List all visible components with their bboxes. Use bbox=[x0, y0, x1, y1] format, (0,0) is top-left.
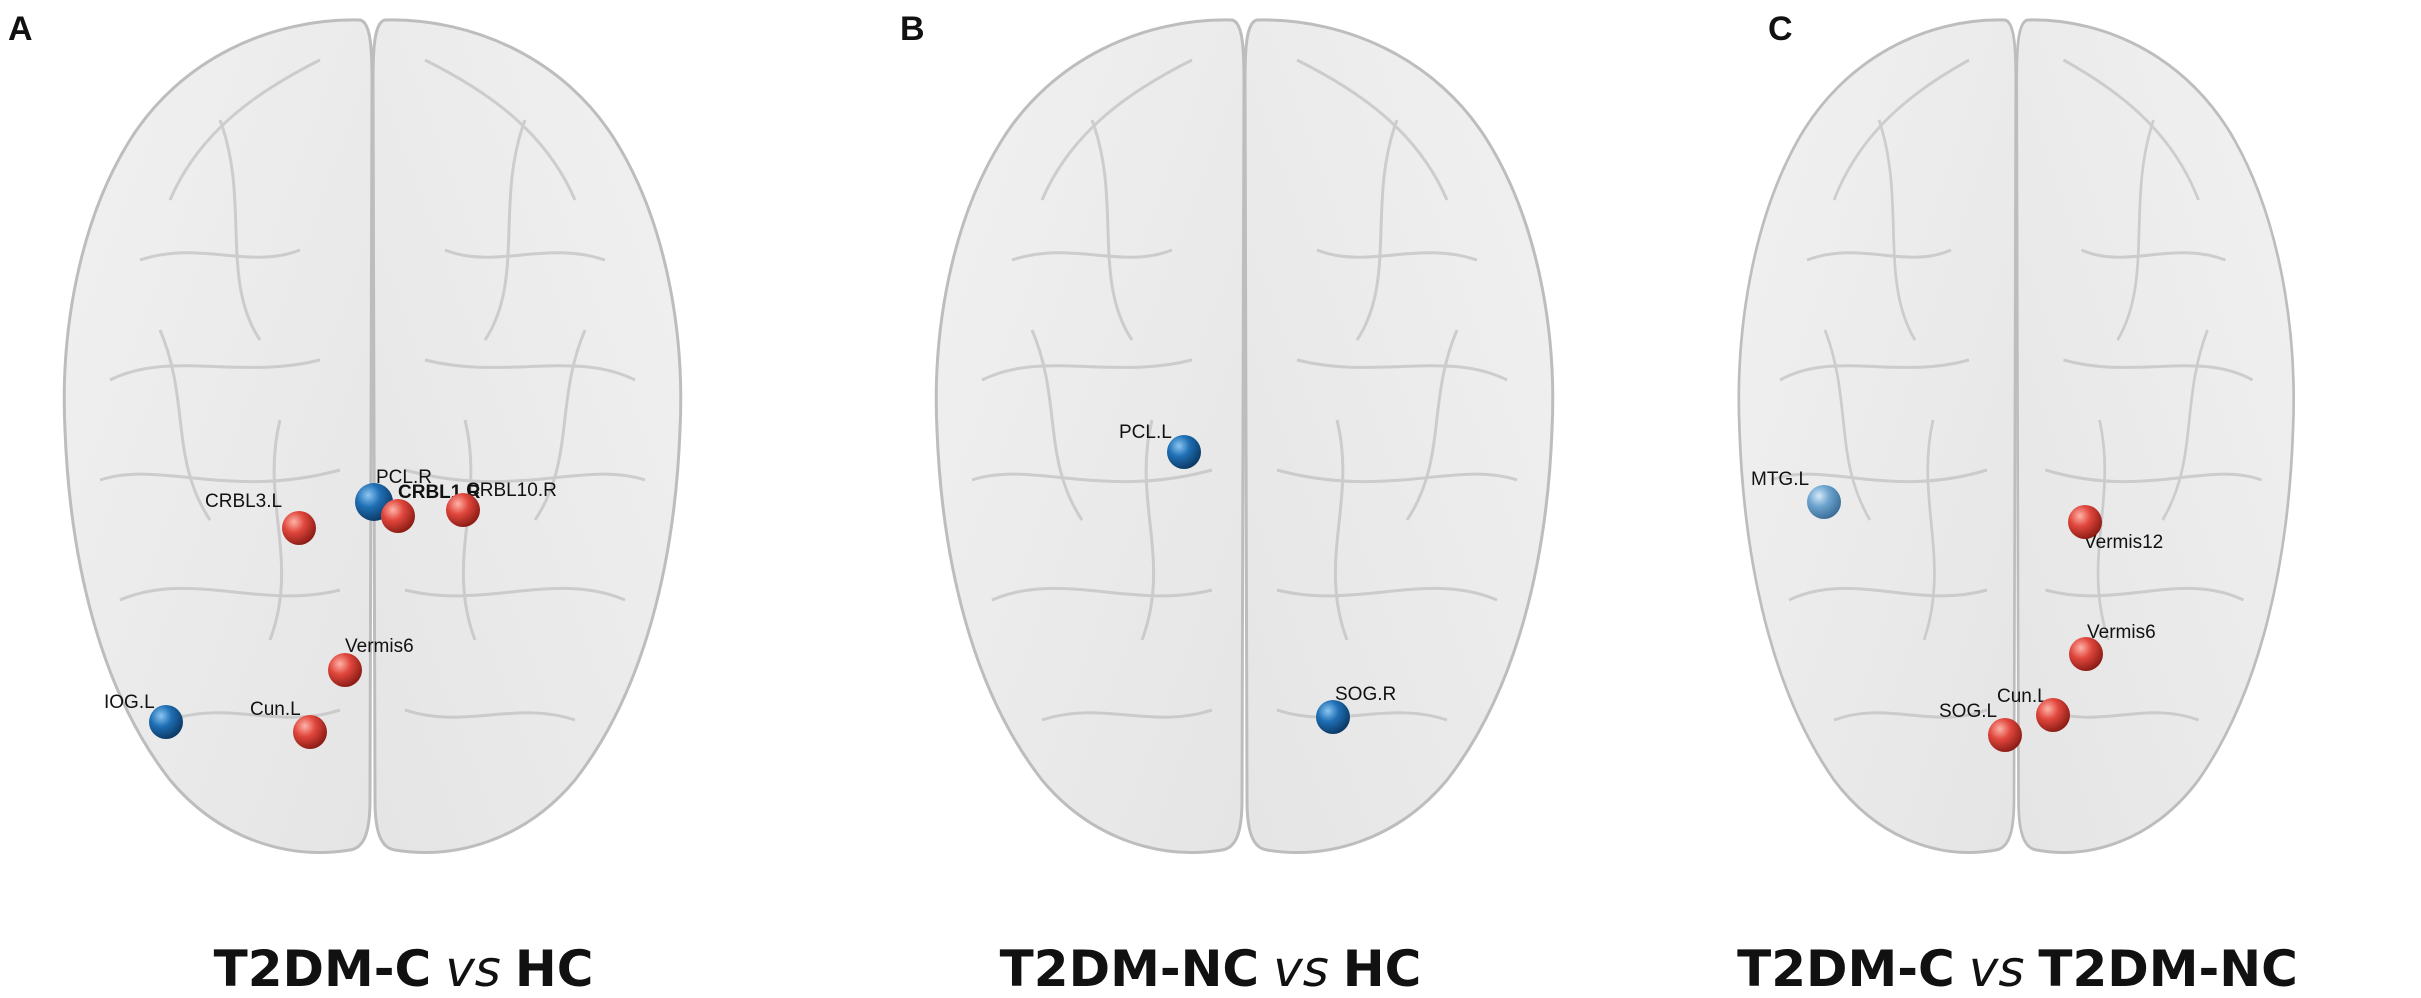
node-label: Vermis6 bbox=[2087, 622, 2156, 643]
node-label: CRBL10.R bbox=[466, 480, 557, 501]
right-hemisphere bbox=[1243, 18, 1555, 854]
caption-right-group: T2DM-NC bbox=[2038, 940, 2298, 998]
caption-vs: vs bbox=[445, 940, 501, 998]
node-label: MTG.L bbox=[1751, 469, 1809, 490]
left-hemisphere bbox=[934, 18, 1246, 854]
caption-vs: vs bbox=[1273, 940, 1329, 998]
node-vermis6 bbox=[328, 653, 362, 687]
node-mtg-l bbox=[1807, 485, 1841, 519]
caption-left-group: T2DM-C bbox=[1737, 940, 1955, 998]
node-crbl1-r bbox=[381, 499, 415, 533]
node-cun-l bbox=[2036, 698, 2070, 732]
caption-vs: vs bbox=[1968, 940, 2025, 998]
caption-left-group: T2DM-NC bbox=[999, 940, 1260, 998]
node-cun-l bbox=[293, 715, 327, 749]
node-label: Vermis6 bbox=[345, 636, 414, 657]
node-iog-l bbox=[149, 705, 183, 739]
node-label: Cun.L bbox=[1997, 686, 2048, 707]
node-label: PCL.R bbox=[376, 467, 432, 488]
node-label: IOG.L bbox=[104, 692, 155, 713]
node-vermis6 bbox=[2069, 637, 2103, 671]
caption-right-group: HC bbox=[1342, 940, 1422, 998]
node-crbl3-l bbox=[282, 511, 316, 545]
node-vermis12 bbox=[2068, 505, 2102, 539]
panel-letter: B bbox=[900, 10, 925, 48]
panel-letter: C bbox=[1768, 10, 1793, 48]
brain-axial-view: PCL.L SOG.R bbox=[934, 18, 1555, 854]
brain-axial-view: CRBL3.L PCL.R CRBL1.R CRBL10.R Vermis6 I… bbox=[62, 18, 683, 854]
panel-letter: A bbox=[8, 10, 33, 48]
caption-left-group: T2DM-C bbox=[213, 940, 432, 998]
left-hemisphere bbox=[1737, 18, 2018, 854]
node-label: SOG.L bbox=[1939, 701, 1997, 722]
node-sog-r bbox=[1316, 700, 1350, 734]
node-label: SOG.R bbox=[1335, 684, 1396, 705]
panel-c: C MTG.L Vermis12 Vermis6 SOG.L Cun.L T2D… bbox=[1614, 0, 2421, 998]
panel-a: A CRBL3.L PCL.R CRBL1.R CRBL10.R Vermis6… bbox=[0, 0, 807, 998]
node-label: Vermis12 bbox=[2084, 532, 2163, 553]
node-label: CRBL3.L bbox=[205, 491, 282, 512]
caption-right-group: HC bbox=[514, 940, 594, 998]
right-hemisphere bbox=[371, 18, 683, 854]
node-pcl-l bbox=[1167, 435, 1201, 469]
node-label: PCL.L bbox=[1119, 422, 1172, 443]
brain-axial-view: MTG.L Vermis12 Vermis6 SOG.L Cun.L bbox=[1737, 18, 2296, 854]
node-label: Cun.L bbox=[250, 699, 301, 720]
node-sog-l bbox=[1988, 718, 2022, 752]
node-crbl10-r bbox=[446, 493, 480, 527]
